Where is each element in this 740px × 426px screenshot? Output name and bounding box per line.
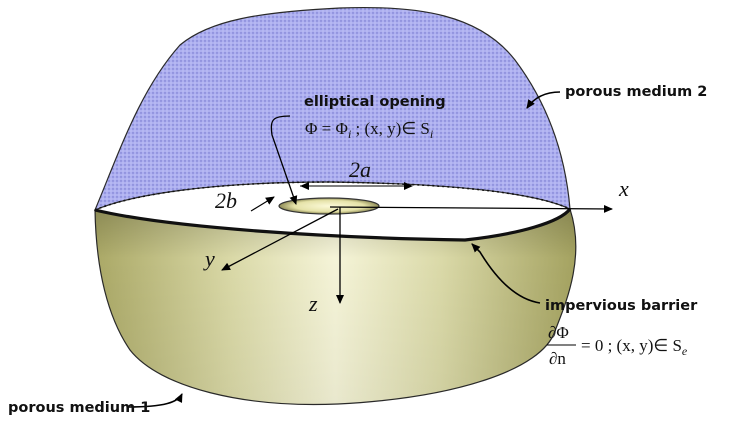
medium1-label: porous medium 1 bbox=[8, 400, 150, 416]
x-axis-label: x bbox=[618, 176, 629, 201]
lower-body-shade bbox=[95, 209, 576, 405]
medium2-leader bbox=[526, 91, 561, 109]
opening-leader bbox=[270, 115, 298, 205]
dimension-2a-label: 2a bbox=[349, 157, 371, 182]
dimension-2b-arrow bbox=[250, 196, 275, 212]
dimension-2b-label: 2b bbox=[215, 188, 237, 213]
z-axis-label: z bbox=[308, 291, 318, 316]
barrier-numerator: ∂Φ bbox=[548, 323, 569, 342]
medium2-label: porous medium 2 bbox=[565, 84, 707, 100]
barrier-leader bbox=[471, 243, 541, 304]
x-axis-arrow bbox=[329, 204, 613, 213]
impervious-barrier-edge bbox=[94, 207, 572, 242]
barrier-denominator: ∂n bbox=[549, 349, 566, 368]
medium1-leader bbox=[127, 393, 183, 408]
opening-equation: Φ = Φi ; (x, y)∈ Si bbox=[305, 119, 433, 141]
y-axis-arrow bbox=[221, 208, 339, 271]
opening-title: elliptical opening bbox=[304, 94, 446, 110]
barrier-equation: = 0 ; (x, y)∈ Se bbox=[581, 336, 688, 358]
y-axis-label: y bbox=[203, 246, 215, 271]
elliptical-opening bbox=[278, 197, 380, 215]
dimension-2a-left-head bbox=[300, 182, 309, 190]
barrier-title: impervious barrier bbox=[545, 298, 698, 314]
